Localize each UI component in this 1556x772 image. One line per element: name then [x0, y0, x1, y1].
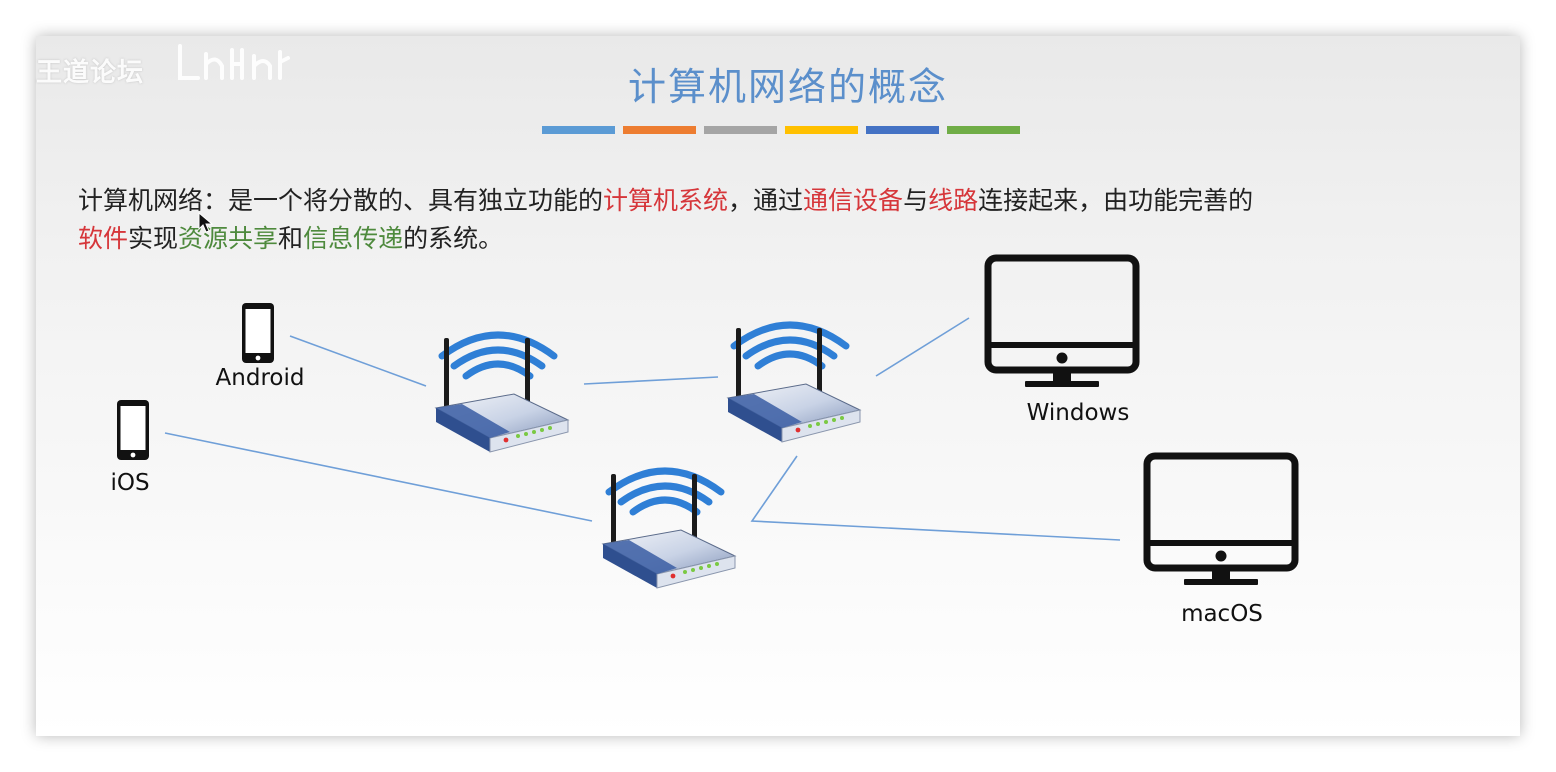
router-3-icon	[603, 471, 735, 588]
link-lines	[164, 317, 1121, 541]
definition-text: ，通过	[728, 186, 804, 215]
android-phone-icon	[242, 303, 274, 363]
highlight-computer-system: 计算机系统	[603, 186, 729, 215]
link-router-windows	[875, 317, 970, 377]
router-2-icon	[728, 325, 860, 442]
title-color-bar	[542, 126, 1020, 134]
title-bar-segment	[542, 126, 615, 134]
page-title: 计算机网络的概念	[627, 65, 948, 109]
watermark-text: 王道论坛	[36, 58, 145, 88]
router-1-icon	[436, 335, 568, 452]
highlight-software: 软件	[78, 224, 129, 253]
definition-text: 实现	[128, 224, 179, 253]
windows-monitor-icon	[988, 258, 1136, 387]
ios-phone-icon	[117, 400, 149, 460]
watermark-logo-icon	[178, 44, 290, 80]
title-bar-segment	[704, 126, 777, 134]
slide	[36, 36, 1520, 736]
windows-label: Windows	[1027, 400, 1130, 426]
title-bar-segment	[623, 126, 696, 134]
title-bar-segment	[947, 126, 1020, 134]
definition-text: 和	[278, 224, 304, 253]
link-router-macos	[750, 455, 1121, 541]
highlight-line: 线路	[928, 186, 979, 215]
definition-text: 与	[903, 186, 929, 215]
highlight-communication-device: 通信设备	[803, 186, 904, 215]
highlight-resource-sharing: 资源共享	[178, 224, 279, 253]
mouse-cursor-icon	[198, 212, 214, 233]
definition-paragraph: 计算机网络：是一个将分散的、具有独立功能的计算机系统，通过通信设备与线路连接起来…	[78, 182, 1498, 258]
definition-text: 的系统。	[403, 224, 504, 253]
title-bar-segment	[866, 126, 939, 134]
macos-monitor-icon	[1147, 456, 1295, 585]
android-label: Android	[216, 365, 305, 391]
definition-text: 计算机网络：是一个将分散的、具有独立功能的	[78, 186, 604, 215]
definition-text: 连接起来，由功能完善的	[978, 186, 1254, 215]
ios-label: iOS	[110, 470, 149, 496]
highlight-information-transfer: 信息传递	[303, 224, 404, 253]
link-ios-router	[164, 432, 593, 522]
link-router-router	[583, 376, 719, 385]
macos-label: macOS	[1181, 601, 1263, 627]
link-android-router	[289, 335, 427, 387]
title-bar-segment	[785, 126, 858, 134]
